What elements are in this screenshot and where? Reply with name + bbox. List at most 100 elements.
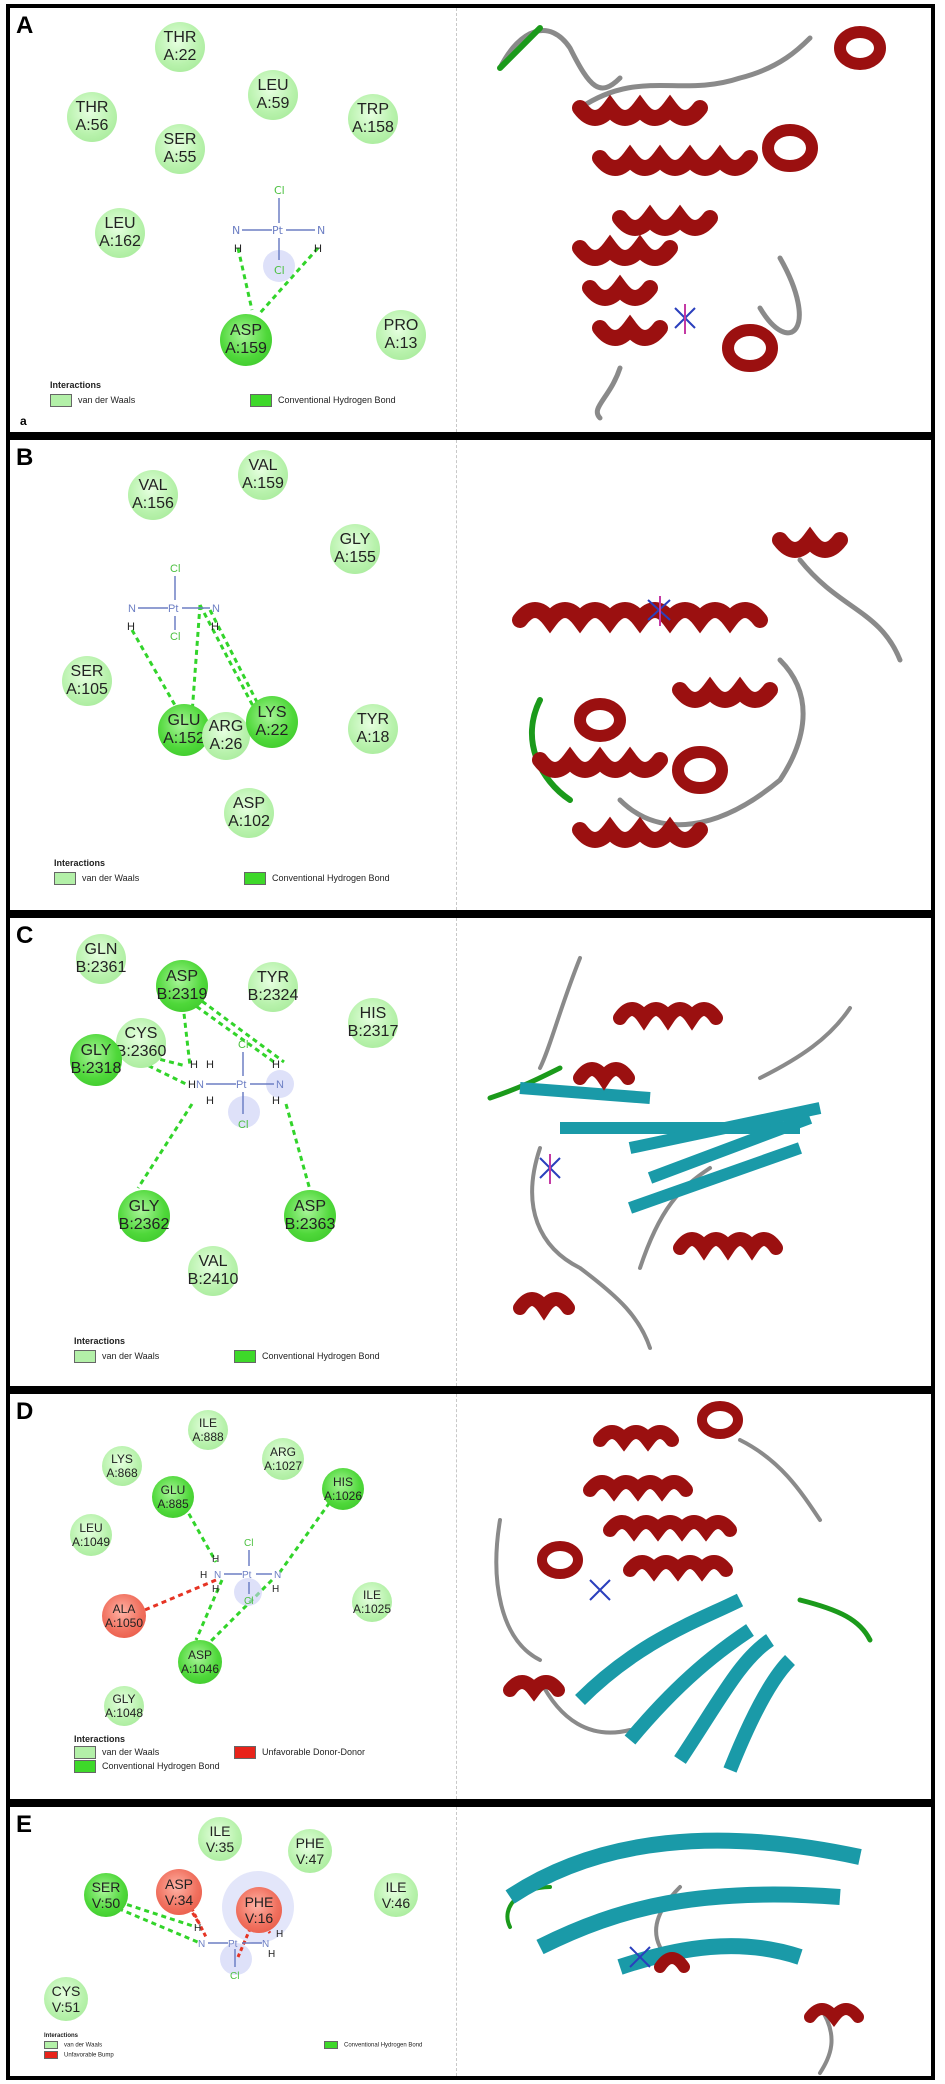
legend-title: Interactions	[74, 1336, 126, 1346]
svg-text:N: N	[276, 1079, 284, 1091]
legend: Interactions van der Waals Conventional …	[50, 380, 450, 407]
panel-label: E	[16, 1811, 33, 1838]
legend: Interactions van der Waals Conventional …	[74, 1336, 454, 1363]
svg-text:H: H	[234, 243, 242, 255]
svg-text:N: N	[212, 603, 220, 615]
hbond-swatch	[234, 1350, 256, 1363]
panel-divider	[456, 1807, 457, 2076]
legend-vdw: van der Waals	[78, 394, 136, 405]
svg-text:H: H	[127, 621, 135, 633]
legend: Interactions van der Waals Conventional …	[54, 858, 454, 885]
protein-structure-image	[505, 1832, 864, 2075]
svg-text:H: H	[272, 1584, 279, 1595]
panel-label: D	[16, 1398, 34, 1425]
vdw-swatch	[74, 1746, 96, 1759]
legend: Interactions van der Waals Unfavorable B…	[44, 2033, 444, 2059]
svg-text:N: N	[128, 603, 136, 615]
svg-text:H: H	[206, 1095, 214, 1107]
svg-text:H: H	[314, 243, 322, 255]
panel-label: A	[16, 12, 34, 39]
legend-vdw: van der Waals	[82, 872, 140, 883]
svg-text:H: H	[200, 1570, 207, 1581]
legend-title: Interactions	[74, 1734, 126, 1744]
svg-text:Cl: Cl	[230, 1971, 239, 1982]
svg-text:N: N	[232, 224, 240, 237]
hbond-swatch	[244, 872, 266, 885]
panel-label: B	[16, 444, 34, 471]
svg-text:Cl: Cl	[274, 264, 285, 277]
vdw-swatch	[74, 1350, 96, 1363]
svg-text:H: H	[211, 621, 219, 633]
svg-text:H: H	[268, 1949, 275, 1960]
hbond-swatch	[324, 2041, 338, 2049]
svg-text:N: N	[196, 1079, 204, 1091]
svg-text:H: H	[212, 1584, 219, 1595]
svg-text:N: N	[274, 1570, 281, 1581]
vdw-swatch	[54, 872, 76, 885]
platinum-atom: Pt	[272, 224, 284, 237]
svg-text:Pt: Pt	[236, 1079, 246, 1091]
svg-text:N: N	[317, 224, 325, 237]
svg-text:N: N	[214, 1570, 221, 1581]
legend-bump: Unfavorable Bump	[64, 2052, 114, 2059]
svg-text:Cl: Cl	[238, 1039, 248, 1051]
svg-text:Pt: Pt	[228, 1939, 238, 1950]
svg-text:H: H	[272, 1095, 280, 1107]
svg-text:Cl: Cl	[274, 184, 285, 197]
svg-text:Cl: Cl	[170, 631, 180, 643]
protein-structure-image	[512, 526, 903, 848]
svg-text:N: N	[198, 1939, 205, 1950]
svg-text:H: H	[190, 1059, 198, 1071]
svg-text:H: H	[272, 1059, 280, 1071]
svg-text:Pt: Pt	[242, 1570, 252, 1581]
svg-text:Cl: Cl	[244, 1538, 253, 1549]
legend-title: Interactions	[54, 858, 106, 868]
panel-label: C	[16, 922, 34, 949]
svg-text:Cl: Cl	[238, 1119, 248, 1131]
protein-structure-image	[494, 1401, 873, 1773]
svg-text:H: H	[188, 1079, 196, 1091]
legend-hbond: Conventional Hydrogen Bond	[102, 1760, 220, 1771]
svg-text:Cl: Cl	[244, 1596, 253, 1607]
svg-text:H: H	[194, 1923, 201, 1934]
panel-divider	[456, 918, 457, 1386]
legend-hbond: Conventional Hydrogen Bond	[278, 394, 396, 405]
legend-hbond: Conventional Hydrogen Bond	[272, 872, 390, 883]
legend-vdw: van der Waals	[102, 1746, 160, 1757]
legend-vdw: van der Waals	[102, 1350, 160, 1361]
panel-sublabel: a	[20, 414, 27, 428]
hbond-line	[236, 247, 254, 311]
legend: Interactions van der Waals Conventional …	[74, 1734, 454, 1773]
